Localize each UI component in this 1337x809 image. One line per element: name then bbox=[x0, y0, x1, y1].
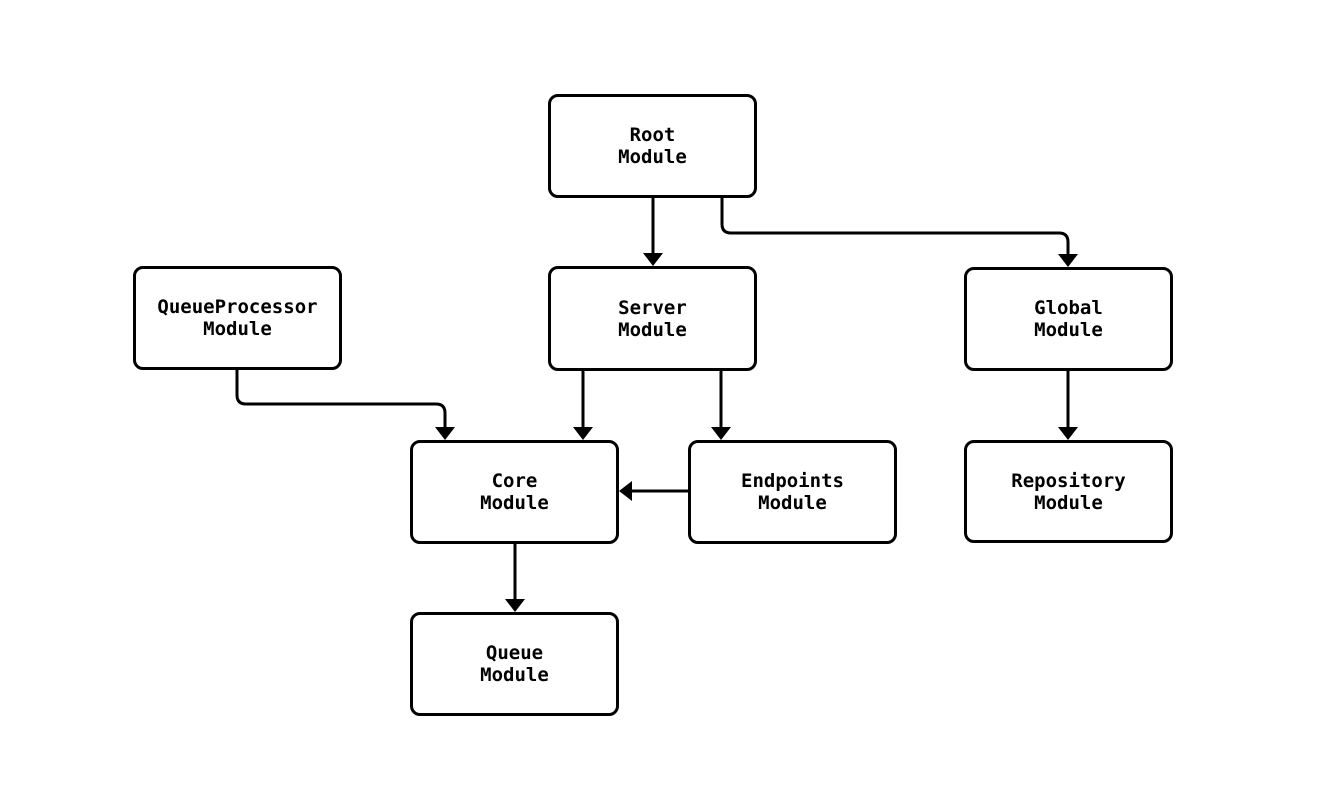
arrowhead-global-to-repository bbox=[1058, 427, 1078, 440]
node-repository-module: Repository Module bbox=[964, 440, 1173, 543]
arrowhead-server-to-endpoints bbox=[711, 427, 731, 440]
arrowhead-root-to-server bbox=[643, 253, 663, 266]
node-core-module: Core Module bbox=[410, 440, 619, 544]
edge-queueprocessor-to-core bbox=[235, 370, 447, 429]
node-server-module: Server Module bbox=[548, 266, 757, 371]
node-global-module-label: Global Module bbox=[1034, 297, 1103, 341]
node-queueprocessor-module: QueueProcessor Module bbox=[133, 266, 342, 370]
arrowhead-server-to-core bbox=[573, 427, 593, 440]
node-core-module-label: Core Module bbox=[480, 470, 549, 514]
arrowhead-core-to-queue bbox=[505, 599, 525, 612]
node-endpoints-module: Endpoints Module bbox=[688, 440, 897, 544]
node-queue-module: Queue Module bbox=[410, 612, 619, 716]
node-queueprocessor-module-label: QueueProcessor Module bbox=[157, 296, 318, 340]
edge-root-to-global bbox=[720, 198, 1070, 256]
arrowhead-queueprocessor-to-core bbox=[435, 427, 455, 440]
node-root-module: Root Module bbox=[548, 94, 757, 198]
arrowhead-root-to-global bbox=[1058, 254, 1078, 267]
node-global-module: Global Module bbox=[964, 267, 1173, 371]
node-root-module-label: Root Module bbox=[618, 124, 687, 168]
arrowhead-endpoints-to-core bbox=[619, 481, 632, 501]
node-repository-module-label: Repository Module bbox=[1011, 469, 1126, 514]
node-server-module-label: Server Module bbox=[618, 296, 687, 341]
node-queue-module-label: Queue Module bbox=[480, 642, 549, 686]
node-endpoints-module-label: Endpoints Module bbox=[741, 470, 844, 514]
